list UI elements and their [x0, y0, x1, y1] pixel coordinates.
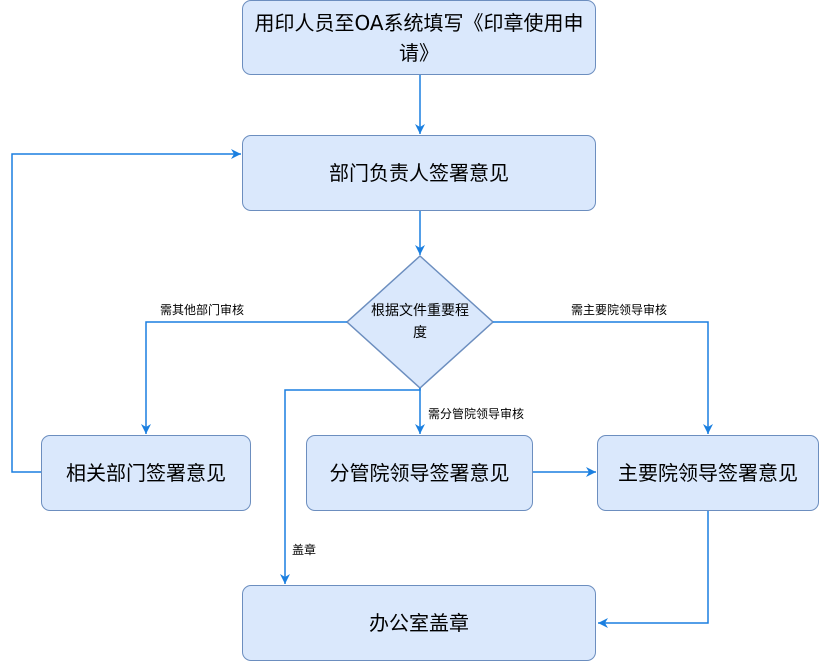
node-office-stamp-label: 办公室盖章 — [369, 611, 469, 635]
node-related-dept-label: 相关部门签署意见 — [66, 461, 226, 485]
node-apply[interactable]: 用印人员至OA系统填写《印章使用申请》 — [242, 0, 596, 75]
edge-main-to-stamp — [598, 511, 709, 628]
edge-label-deputy-leader: 需分管院领导审核 — [428, 406, 525, 422]
decision-label-wrap: 根据文件重要程度 — [370, 300, 470, 344]
decision-label: 根据文件重要程度 — [371, 303, 469, 341]
node-dept-head[interactable]: 部门负责人签署意见 — [242, 135, 596, 211]
edge-label-main-leader: 需主要院领导审核 — [571, 302, 668, 318]
edge-related-to-depthead — [11, 149, 241, 473]
node-main-leader-label: 主要院领导签署意见 — [618, 461, 798, 485]
node-related-dept[interactable]: 相关部门签署意见 — [41, 435, 251, 511]
edge-label-stamp: 盖章 — [292, 542, 317, 558]
edge-decision-to-stamp — [280, 388, 421, 584]
node-office-stamp[interactable]: 办公室盖章 — [242, 585, 596, 661]
node-deputy-leader-label: 分管院领导签署意见 — [329, 461, 510, 485]
edge-label-other-dept: 需其他部门审核 — [160, 302, 245, 318]
node-main-leader[interactable]: 主要院领导签署意见 — [597, 435, 819, 511]
node-deputy-leader[interactable]: 分管院领导签署意见 — [306, 435, 533, 511]
edge-decision-to-main — [493, 321, 713, 434]
node-dept-head-label: 部门负责人签署意见 — [329, 161, 509, 185]
node-apply-label: 用印人员至OA系统填写《印章使用申请》 — [254, 10, 584, 65]
edge-decision-to-related — [141, 321, 347, 434]
